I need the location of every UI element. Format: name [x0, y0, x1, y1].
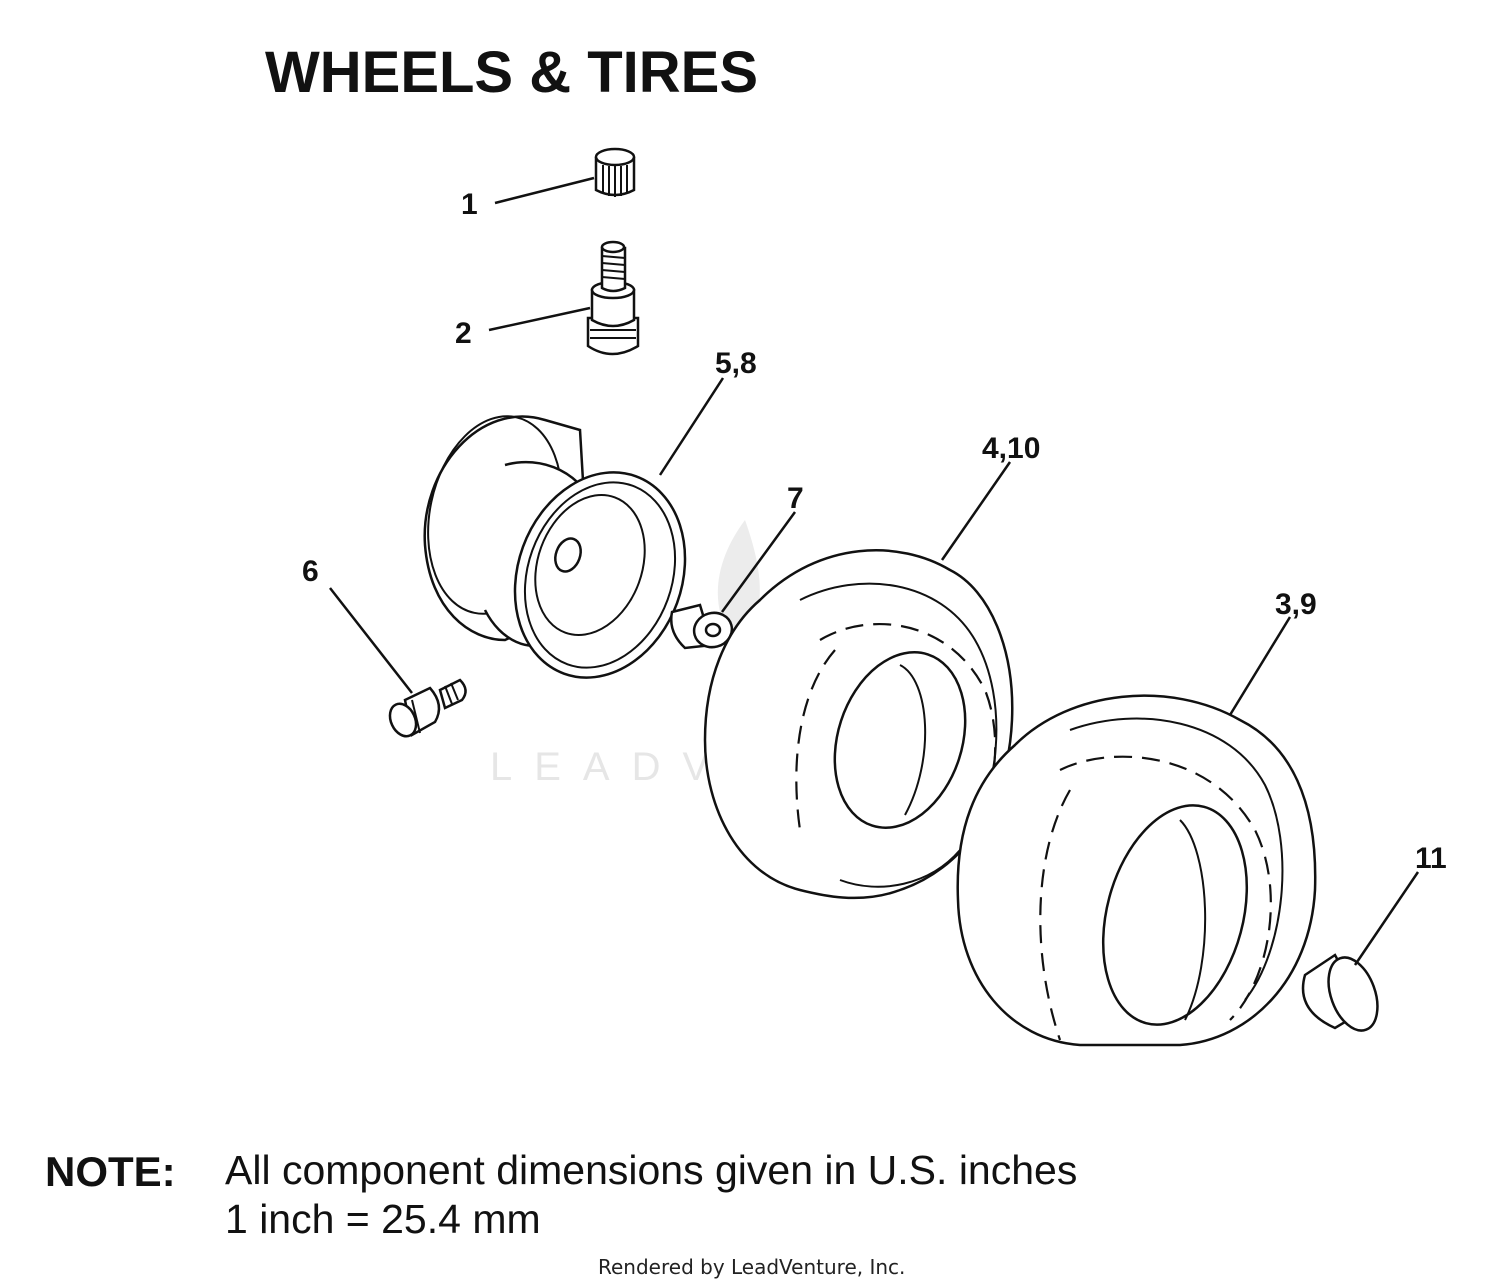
bushing-part[interactable]: [670, 603, 736, 651]
callout-11[interactable]: 11: [1415, 842, 1447, 875]
callout-7-leader: [720, 511, 797, 613]
valve-cap-part[interactable]: [594, 147, 636, 197]
callout-3-9[interactable]: 3,9: [1275, 588, 1317, 621]
rim-part[interactable]: [411, 404, 713, 702]
callout-2[interactable]: 2: [455, 317, 472, 350]
callout-1[interactable]: 1: [461, 188, 478, 221]
callout-4-10[interactable]: 4,10: [982, 432, 1040, 465]
valve-stem-part[interactable]: [586, 240, 640, 356]
tire-rear-part[interactable]: [956, 694, 1317, 1047]
callout-3-leader: [1228, 616, 1292, 716]
page-title: WHEELS & TIRES: [265, 40, 758, 105]
footer-credit: Rendered by LeadVenture, Inc.: [598, 1255, 905, 1279]
callout-4-leader: [940, 461, 1012, 561]
tire-front-part[interactable]: [703, 549, 1014, 900]
note-line-2: 1 inch = 25.4 mm: [225, 1196, 541, 1242]
callout-1-leader: [494, 176, 595, 205]
bearing-part[interactable]: [1301, 951, 1387, 1037]
note-label: NOTE:: [45, 1148, 176, 1195]
callout-7[interactable]: 7: [787, 482, 804, 515]
callout-6[interactable]: 6: [302, 555, 319, 588]
callout-2-leader: [488, 306, 591, 332]
note-line-1: All component dimensions given in U.S. i…: [225, 1147, 1077, 1193]
callout-5-8[interactable]: 5,8: [715, 347, 757, 380]
callout-5-leader: [658, 377, 725, 476]
grease-fitting-part[interactable]: [385, 678, 467, 740]
callout-6-leader: [329, 587, 413, 694]
callout-11-leader: [1353, 871, 1420, 966]
